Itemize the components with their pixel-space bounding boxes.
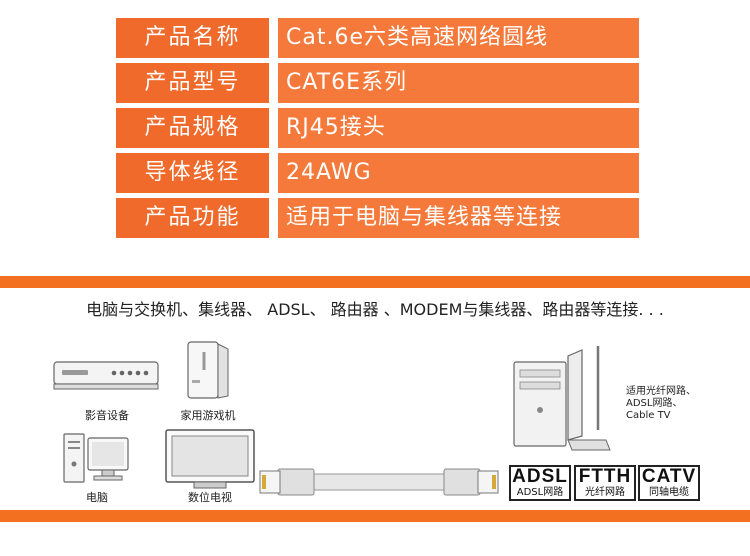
spec-row-spec: 产品规格 RJ45接头 [116,108,639,148]
tv-caption: 数位电视 [188,491,232,504]
badge-title: ADSL [512,466,568,487]
badge-title: CATV [641,466,697,487]
network-note-line: ADSL网路、 [626,398,683,409]
badge-title: FTTH [578,466,632,487]
computer-icon [63,433,129,483]
spec-value: 适用于电脑与集线器等连接 [278,198,639,238]
av-player-caption: 影音设备 [85,409,129,422]
spec-label: 产品型号 [116,63,269,103]
spec-row-model: 产品型号 CAT6E系列 [116,63,639,103]
divider-band-top [0,276,750,288]
spec-label: 产品功能 [116,198,269,238]
computer-caption: 电脑 [86,491,108,504]
pc-tower-router-icon [513,346,611,451]
spec-row-gauge: 导体线径 24AWG [116,153,639,193]
badge-subtitle: ADSL网路 [516,487,564,498]
game-console-icon [187,341,229,399]
network-note-line: Cable TV [626,410,671,421]
usage-description: 电脑与交换机、集线器、 ADSL、 路由器 、MODEM与集线器、路由器等连接.… [86,300,664,319]
spec-label: 导体线径 [116,153,269,193]
divider-band-bottom [0,510,750,522]
spec-label: 产品名称 [116,18,269,58]
badge-subtitle: 光纤网路 [585,487,625,498]
network-note: 适用光纤网路、 ADSL网路、 Cable TV [626,386,696,422]
av-player-icon [53,361,159,390]
adsl-badge: ADSL ADSL网路 [509,465,571,501]
network-note-line: 适用光纤网路、 [626,386,696,397]
spec-value: Cat.6e六类高速网络圆线 [278,18,639,58]
ftth-badge: FTTH 光纤网路 [574,465,636,501]
tv-icon [165,429,255,489]
spec-row-name: 产品名称 Cat.6e六类高速网络圆线 [116,18,639,58]
spec-table: 产品名称 Cat.6e六类高速网络圆线 产品型号 CAT6E系列 产品规格 RJ… [116,18,639,243]
game-console-caption: 家用游戏机 [180,409,236,422]
cable-icon [259,468,499,496]
badge-subtitle: 同轴电缆 [649,487,689,498]
spec-row-function: 产品功能 适用于电脑与集线器等连接 [116,198,639,238]
spec-value: RJ45接头 [278,108,639,148]
catv-badge: CATV 同轴电缆 [638,465,700,501]
spec-label: 产品规格 [116,108,269,148]
spec-value: CAT6E系列 [278,63,639,103]
spec-value: 24AWG [278,153,639,193]
